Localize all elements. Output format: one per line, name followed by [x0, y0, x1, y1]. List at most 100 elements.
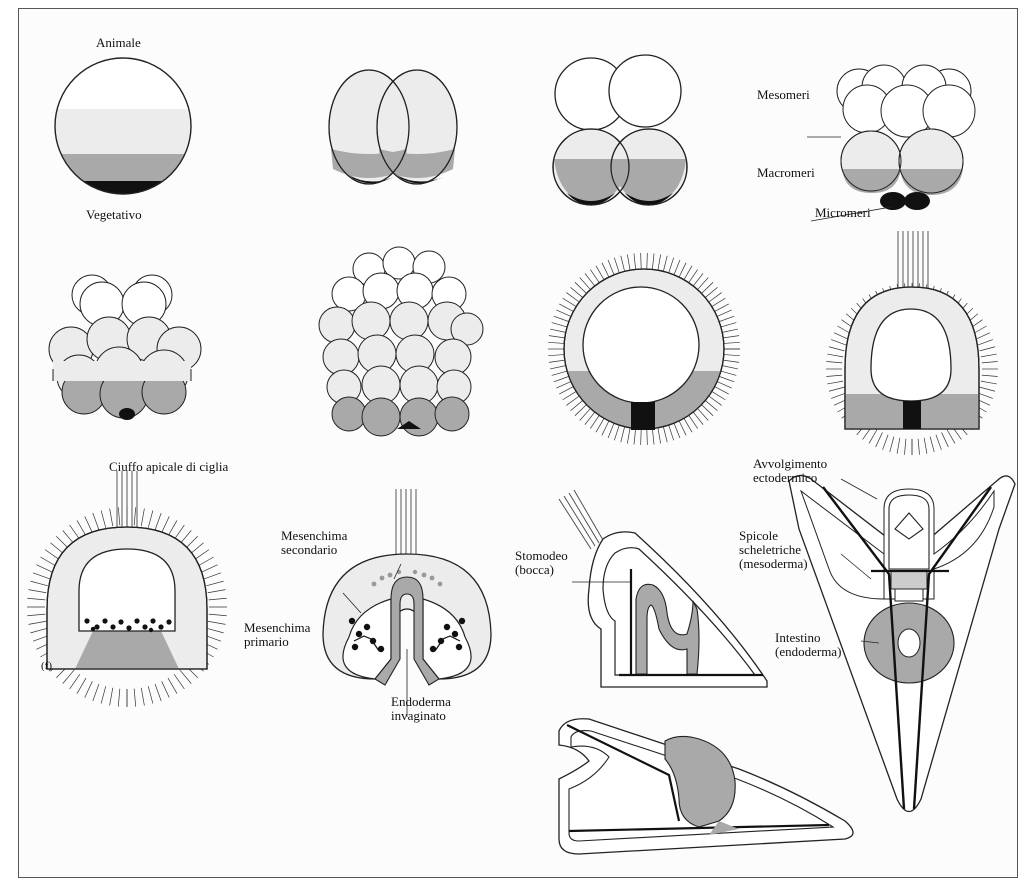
cilium — [723, 336, 739, 338]
cilium — [552, 323, 567, 327]
cilium — [575, 282, 587, 293]
cilium — [563, 391, 577, 399]
label-vegetal-pole: Vegetativo — [86, 207, 142, 222]
cilium — [556, 382, 571, 389]
cilium — [548, 342, 564, 343]
label-animal-pole: Animale — [96, 35, 141, 50]
cilium — [621, 427, 625, 443]
cilium — [30, 628, 47, 633]
cilium — [148, 686, 153, 703]
cilium — [652, 254, 654, 270]
cilium — [663, 256, 667, 272]
embryo-development-figure: Animale Vegetativo Mesomeri Macromeri Mi… — [18, 8, 1018, 878]
cilium — [40, 557, 56, 566]
cilium — [658, 254, 661, 270]
cilium — [206, 581, 223, 586]
cilium — [596, 418, 604, 432]
stage-four-cell — [553, 55, 687, 205]
cilium — [556, 310, 571, 317]
cilium — [641, 429, 642, 445]
stage-primary-mesenchyme — [27, 471, 227, 707]
cilium — [831, 393, 846, 398]
cilium — [647, 253, 648, 269]
cilium — [709, 293, 722, 302]
stage-two-cell — [329, 70, 457, 184]
stage-sixteen-cell — [837, 65, 975, 210]
cilium — [978, 393, 993, 398]
cilium — [85, 681, 93, 697]
cilium — [36, 565, 52, 573]
cilium — [679, 263, 686, 277]
cilium — [550, 329, 566, 332]
cilium — [709, 396, 722, 405]
cilium — [168, 678, 177, 694]
cilium — [554, 316, 569, 321]
cilium — [722, 329, 738, 332]
cilium — [162, 681, 170, 697]
cilium — [717, 310, 732, 317]
cilium — [201, 565, 217, 573]
cilium — [180, 670, 192, 684]
cilium — [206, 628, 223, 633]
cilium — [559, 304, 573, 312]
cilium — [719, 376, 734, 381]
cilium — [869, 430, 877, 444]
cilium — [827, 354, 843, 357]
cilium — [719, 316, 734, 321]
cilium — [641, 253, 642, 269]
cilium — [982, 375, 998, 376]
label-apical-tuft: Ciuffo apicale di ciglia — [109, 459, 228, 474]
cilium — [27, 598, 45, 600]
cilium — [693, 412, 703, 425]
cilium — [77, 520, 86, 536]
cilium — [194, 550, 209, 560]
cilium — [897, 438, 900, 454]
cilium — [602, 263, 609, 277]
cilium — [693, 273, 703, 286]
cilium — [721, 323, 736, 327]
label-macromeres: Macromeri — [757, 165, 815, 180]
cilium — [918, 439, 919, 455]
cilium — [634, 254, 636, 270]
cilium — [715, 387, 729, 395]
cilium — [614, 425, 619, 440]
cilium — [580, 408, 591, 420]
cilium — [890, 437, 894, 452]
cilium — [209, 614, 227, 616]
cilium — [118, 689, 120, 707]
cilium — [63, 670, 75, 684]
cilium — [570, 287, 582, 297]
cilium — [209, 598, 227, 600]
cilium — [549, 336, 565, 338]
cilium — [168, 520, 177, 536]
cilium — [947, 430, 955, 444]
cilium — [174, 525, 184, 540]
cilium — [148, 510, 153, 527]
cilium — [663, 427, 667, 443]
cilium — [702, 282, 714, 293]
cilium — [563, 298, 577, 306]
cilium — [705, 400, 717, 410]
cilium — [930, 437, 934, 452]
cilium — [981, 381, 997, 384]
cilium — [721, 371, 736, 375]
cilium — [698, 408, 709, 420]
cilium — [198, 557, 214, 566]
cilium — [559, 387, 573, 395]
cilium — [684, 266, 692, 280]
panel-letter: (f) — [41, 659, 52, 674]
cilium — [684, 418, 692, 432]
cilium — [29, 590, 47, 593]
cilium — [715, 304, 729, 312]
cilium — [723, 360, 739, 362]
cilium — [93, 513, 99, 530]
cilium — [566, 396, 579, 405]
stage-ciliated-blastula — [548, 253, 740, 445]
cilium — [975, 333, 990, 340]
cilium — [627, 428, 630, 444]
label-stomodeum: Stomodeo(bocca) — [515, 549, 568, 577]
cilium — [829, 347, 844, 351]
cilium — [134, 689, 136, 707]
cilium — [118, 507, 120, 525]
